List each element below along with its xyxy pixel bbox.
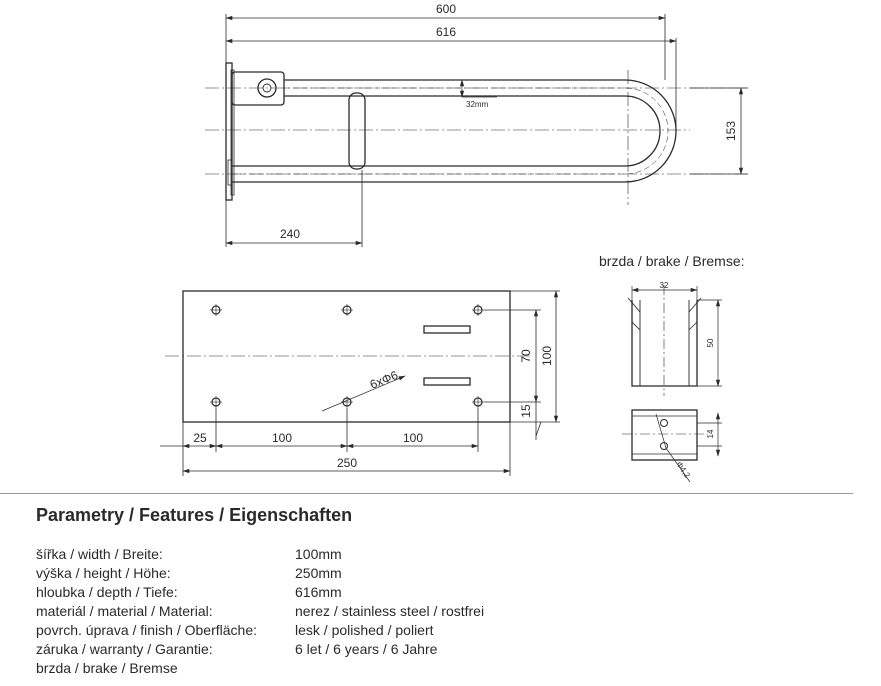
table-row: povrch. úprava / finish / Oberfläche: le…	[36, 621, 736, 640]
handle-grip	[348, 92, 366, 170]
spec-label: materiál / material / Material:	[36, 603, 213, 619]
dim-label-brake-32: 32	[660, 281, 669, 290]
spec-label: brzda / brake / Bremse	[36, 660, 178, 676]
spec-value: 6 let / 6 years / 6 Jahre	[295, 641, 438, 657]
dim-label-240: 240	[280, 227, 300, 241]
spec-label: hloubka / depth / Tiefe:	[36, 584, 178, 600]
dim-label-616: 616	[436, 25, 456, 39]
brake-detail	[622, 285, 722, 483]
wall-plate	[225, 62, 233, 201]
dim-label-25: 25	[193, 431, 207, 445]
dim-label-holes: 6xΦ6	[368, 368, 400, 392]
spec-value: 616mm	[295, 584, 342, 600]
dim-label-70: 70	[519, 349, 533, 363]
spec-label: výška / height / Höhe:	[36, 565, 171, 581]
dim-label-brake-14: 14	[706, 429, 715, 438]
table-row: šířka / width / Breite: 100mm	[36, 545, 736, 564]
hinge-block	[231, 71, 285, 106]
technical-drawing: 600 616 32mm 153 240	[160, 2, 750, 483]
table-row: výška / height / Höhe: 250mm	[36, 564, 736, 583]
dim-label-100-vertical: 100	[540, 346, 554, 366]
grab-bar-side-view	[205, 14, 750, 247]
plate-slot-lower	[423, 377, 471, 386]
dim-label-153: 153	[724, 121, 738, 141]
plate-slot-upper	[423, 325, 471, 334]
dim-label-100a: 100	[272, 431, 292, 445]
section-divider	[0, 493, 853, 494]
plate-outline	[182, 290, 511, 423]
features-table: šířka / width / Breite: 100mm výška / he…	[36, 545, 736, 678]
table-row: brzda / brake / Bremse	[36, 659, 736, 678]
bar-tube-inner	[232, 95, 661, 167]
dim-label-tube-diameter: 32mm	[466, 100, 489, 109]
spec-label: šířka / width / Breite:	[36, 546, 163, 562]
table-row: materiál / material / Material: nerez / …	[36, 602, 736, 621]
brake-clip-outline	[631, 300, 698, 387]
dim-label-brake-50: 50	[706, 338, 715, 347]
spec-label: povrch. úprava / finish / Oberfläche:	[36, 622, 257, 638]
dim-label-600: 600	[436, 2, 456, 16]
dim-label-brake-hole: Φ4,2	[674, 460, 692, 480]
features-heading: Parametry / Features / Eigenschaften	[36, 505, 353, 525]
spec-value: nerez / stainless steel / rostfrei	[295, 603, 485, 619]
spec-value: 250mm	[295, 565, 342, 581]
spec-label: záruka / warranty / Garantie:	[36, 641, 213, 657]
dim-label-250: 250	[337, 456, 357, 470]
spec-value: 100mm	[295, 546, 342, 562]
dim-label-15: 15	[519, 404, 533, 418]
bar-tube-outer	[232, 79, 677, 183]
brake-title: brzda / brake / Bremse:	[599, 253, 745, 269]
table-row: záruka / warranty / Garantie: 6 let / 6 …	[36, 640, 736, 659]
wall-plate-front-view	[160, 290, 560, 476]
spec-value: lesk / polished / poliert	[295, 622, 434, 638]
table-row: hloubka / depth / Tiefe: 616mm	[36, 583, 736, 602]
dim-label-100b: 100	[403, 431, 423, 445]
brake-block	[631, 409, 698, 461]
